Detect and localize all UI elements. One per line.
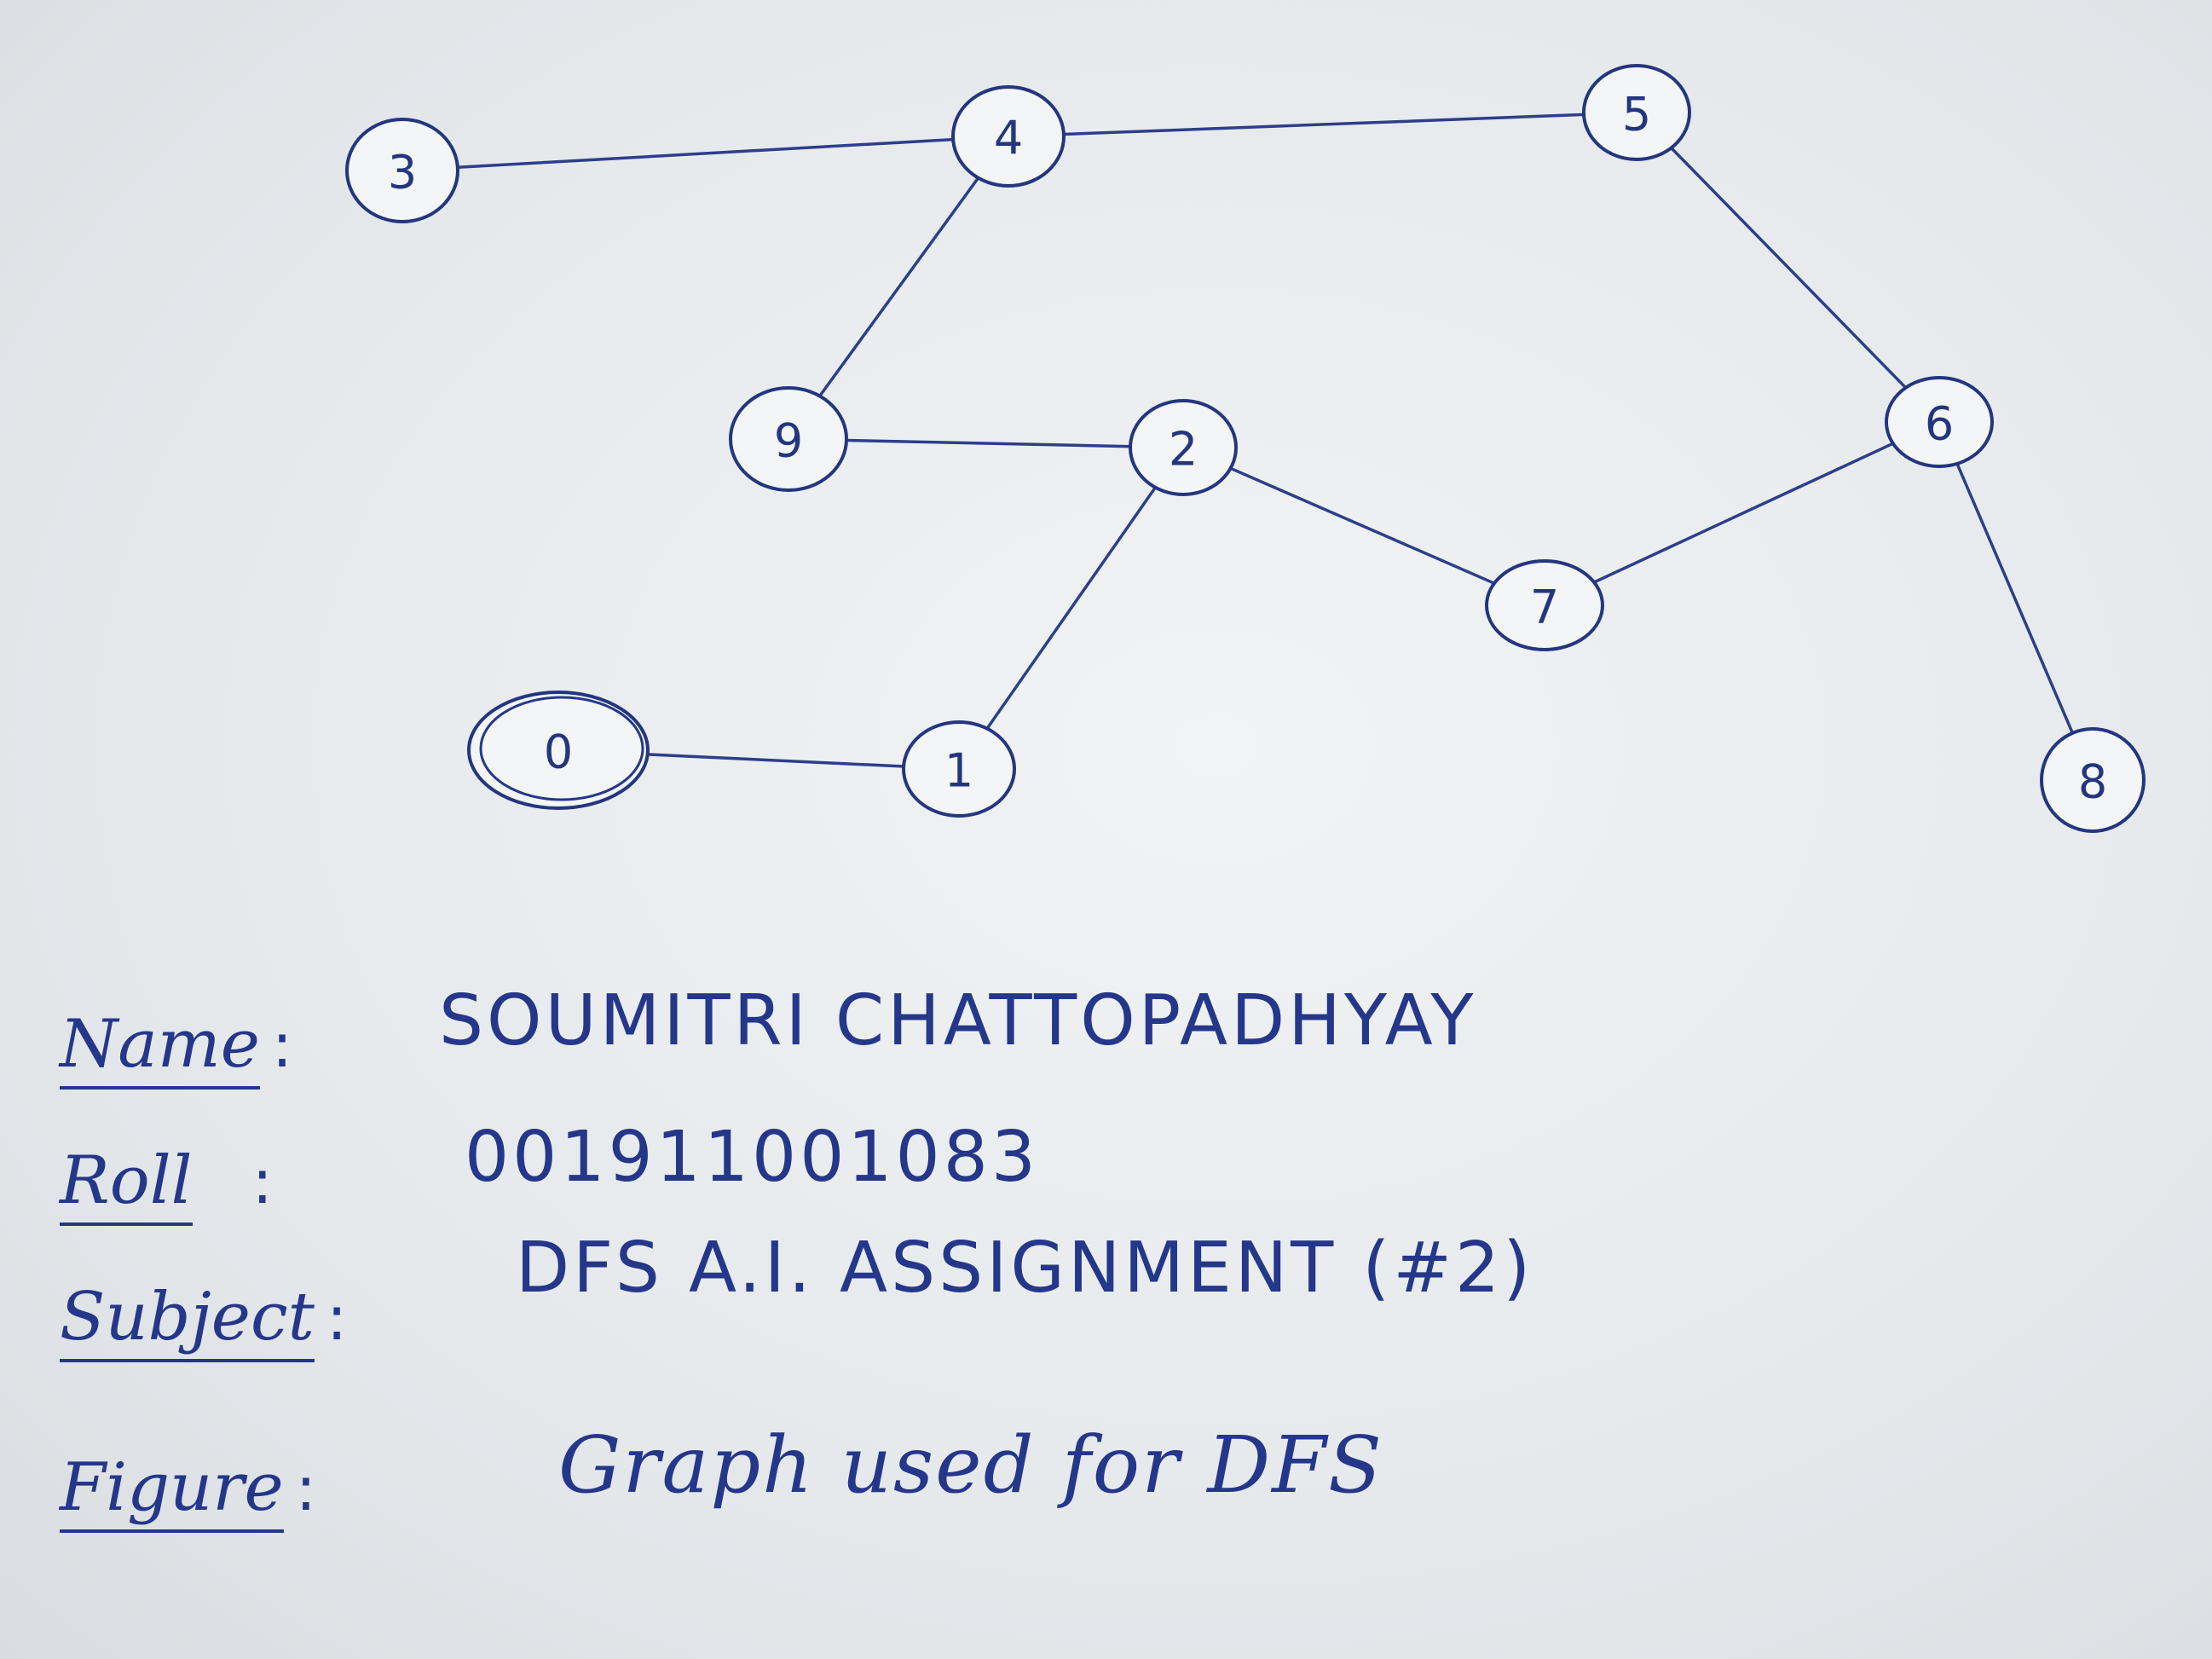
node-circle-5 — [1582, 64, 1691, 161]
node-circle-3 — [345, 118, 459, 223]
graph-nodes: 0 1 2 3 4 5 6 7 8 9 — [345, 64, 2146, 833]
node-label-7: 7 — [1530, 581, 1559, 634]
name-row: Name : — [60, 1006, 292, 1108]
edge-2-1 — [985, 486, 1158, 731]
node-label-9: 9 — [774, 414, 803, 468]
graph-edges — [456, 113, 2075, 768]
edge-9-2 — [845, 438, 1132, 448]
node-label-6: 6 — [1925, 397, 1954, 451]
node-label-8: 8 — [2078, 755, 2107, 809]
edge-4-5 — [1062, 113, 1585, 136]
roll-label: Roll — [60, 1142, 193, 1226]
node-circle-0 — [467, 691, 650, 810]
node-label-3: 3 — [388, 146, 417, 199]
node-8: 8 — [2040, 727, 2146, 833]
node-circle-2 — [1129, 399, 1238, 496]
roll-row: Roll : — [60, 1142, 273, 1245]
node-label-0: 0 — [544, 725, 573, 779]
figure-row: Figure : — [60, 1449, 316, 1552]
figure-colon: : — [295, 1453, 316, 1524]
edge-4-9 — [817, 176, 980, 398]
node-6: 6 — [1885, 376, 1994, 468]
node-label-2: 2 — [1169, 423, 1198, 477]
subject-row: Subject : — [60, 1279, 347, 1381]
node-circle-6 — [1885, 376, 1994, 468]
node-label-1: 1 — [944, 744, 973, 798]
name-value: SOUMITRI CHATTOPADHYAY — [439, 980, 1477, 1061]
node-circle-1 — [902, 720, 1016, 818]
node-label-4: 4 — [994, 112, 1023, 165]
node-5: 5 — [1582, 64, 1691, 161]
node-circle-inner-0 — [479, 696, 644, 801]
subject-label: Subject — [60, 1279, 315, 1362]
node-0: 0 — [467, 691, 650, 810]
node-2: 2 — [1129, 399, 1238, 496]
subject-colon: : — [326, 1282, 348, 1354]
edge-6-7 — [1592, 442, 1895, 584]
name-label: Name — [60, 1006, 260, 1090]
node-label-5: 5 — [1622, 88, 1651, 142]
node-circle-9 — [729, 386, 848, 492]
figure-label: Figure — [60, 1449, 284, 1533]
roll-value: 001911001083 — [465, 1117, 1040, 1198]
figure-value: Graph used for DFS — [558, 1419, 1384, 1511]
node-3: 3 — [345, 118, 459, 223]
node-4: 4 — [951, 85, 1066, 188]
edge-6-8 — [1955, 462, 2075, 735]
roll-colon: : — [251, 1146, 273, 1217]
edge-3-4 — [456, 137, 955, 170]
node-7: 7 — [1485, 559, 1604, 651]
name-colon: : — [271, 1009, 293, 1081]
edge-0-1 — [645, 753, 905, 768]
node-9: 9 — [729, 386, 848, 492]
node-1: 1 — [902, 720, 1016, 818]
edge-2-7 — [1228, 466, 1496, 585]
node-circle-7 — [1485, 559, 1604, 651]
edge-5-6 — [1669, 146, 1908, 390]
subject-value: DFS A.I. ASSIGNMENT (#2) — [516, 1228, 1534, 1309]
node-circle-8 — [2040, 727, 2146, 833]
node-circle-4 — [951, 85, 1066, 188]
